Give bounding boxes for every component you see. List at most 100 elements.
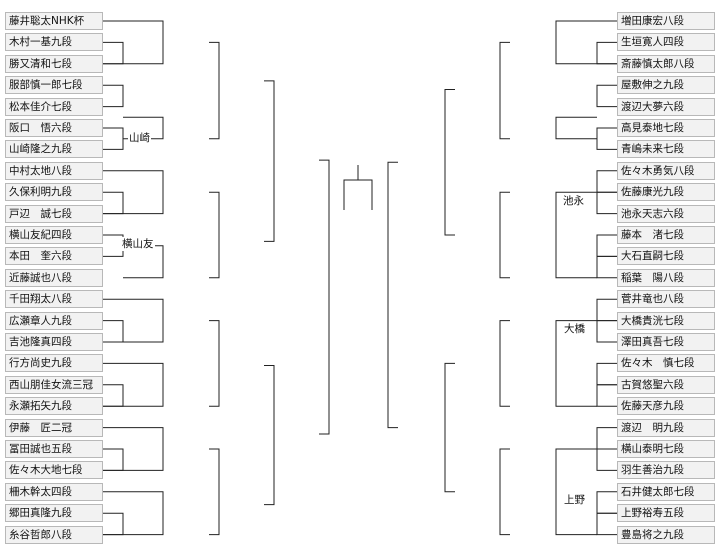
player-box-right-5: 渡辺大夢六段	[617, 97, 715, 116]
bracket-connector	[596, 512, 617, 536]
bracket-connector	[103, 298, 164, 343]
bracket-connector	[555, 320, 597, 407]
player-box-left-23: 柵木幹太四段	[5, 482, 103, 501]
bracket-connector	[555, 20, 617, 65]
player-box-right-4: 屋敷伸之九段	[617, 76, 715, 95]
bracket-connector	[499, 320, 510, 407]
bracket-connector	[103, 20, 164, 65]
bracket-connector	[444, 88, 455, 236]
player-box-left-18: 西山朋佳女流三冠	[5, 375, 103, 394]
bracket-connector	[264, 80, 275, 242]
bracket-connector	[596, 234, 617, 257]
player-box-right-23: 石井健太郎七段	[617, 482, 715, 501]
bracket-connector	[103, 491, 164, 536]
final-connector	[343, 165, 373, 210]
player-box-right-18: 古賀悠聖六段	[617, 375, 715, 394]
player-box-left-5: 松本佳介七段	[5, 97, 103, 116]
winner-label-ikenaga: 池永	[562, 194, 585, 208]
winner-label-yamasaki: 山崎	[128, 131, 151, 145]
player-box-left-7: 山崎隆之九段	[5, 140, 103, 159]
bracket-connector	[387, 161, 398, 429]
bracket-connector	[555, 448, 597, 536]
bracket-connector	[209, 41, 220, 140]
player-box-right-8: 佐々木勇気八段	[617, 161, 715, 180]
bracket-connector	[596, 191, 617, 215]
bracket-connector	[596, 384, 617, 407]
player-box-right-10: 池永天志六段	[617, 204, 715, 223]
bracket-connector	[103, 384, 124, 407]
bracket-connector	[596, 255, 617, 279]
player-box-right-6: 高見泰地七段	[617, 119, 715, 137]
bracket-connector	[499, 41, 510, 140]
winner-label-yokoyamatomo: 横山友	[121, 237, 155, 251]
player-box-left-10: 戸辺 誠七段	[5, 204, 103, 223]
player-box-right-14: 菅井竜也八段	[617, 290, 715, 309]
player-box-right-2: 生垣寛人四段	[617, 33, 715, 52]
player-box-right-12: 大石直嗣七段	[617, 247, 715, 266]
bracket-connector	[596, 41, 617, 65]
player-box-left-4: 服部慎一郎七段	[5, 76, 103, 95]
bracket-connector	[103, 127, 124, 150]
bracket-connector	[103, 448, 124, 471]
player-box-left-20: 伊藤 匠二冠	[5, 418, 103, 437]
bracket-connector	[596, 427, 617, 450]
winner-label-ueno: 上野	[563, 493, 586, 507]
player-box-left-22: 佐々木大地七段	[5, 461, 103, 480]
bracket-connector	[596, 84, 617, 108]
winner-label-ohashi: 大橋	[563, 322, 586, 336]
bracket-connector	[596, 127, 617, 150]
player-box-right-24: 上野裕寿五段	[617, 504, 715, 523]
player-box-right-9: 佐藤康光九段	[617, 183, 715, 202]
player-box-right-1: 増田康宏八段	[617, 12, 715, 30]
bracket-connector	[555, 191, 597, 279]
bracket-connector	[319, 159, 330, 435]
bracket-connector	[596, 448, 617, 471]
player-box-left-9: 久保利明九段	[5, 183, 103, 202]
player-box-left-14: 千田翔太八段	[5, 290, 103, 309]
player-box-right-20: 渡辺 明九段	[617, 418, 715, 437]
bracket-connector	[555, 116, 597, 140]
bracket-connector	[209, 448, 220, 536]
bracket-connector	[103, 512, 124, 536]
bracket-connector	[596, 170, 617, 193]
player-box-left-6: 阪口 悟六段	[5, 119, 103, 137]
bracket-connector	[596, 362, 617, 386]
player-box-left-15: 広瀬章人九段	[5, 311, 103, 330]
bracket-connector	[264, 365, 275, 506]
player-box-left-8: 中村太地八段	[5, 161, 103, 180]
bracket-connector	[444, 362, 455, 493]
player-box-left-2: 木村一基九段	[5, 33, 103, 52]
player-box-right-15: 大橋貴洸七段	[617, 311, 715, 330]
player-box-left-3: 勝又清和七段	[5, 54, 103, 73]
player-box-right-19: 佐藤天彦九段	[617, 397, 715, 416]
bracket-connector	[209, 191, 220, 279]
bracket-connector	[103, 234, 124, 257]
player-box-left-13: 近藤誠也八段	[5, 268, 103, 287]
player-box-left-11: 横山友紀四段	[5, 226, 103, 244]
player-box-right-16: 澤田真吾七段	[617, 333, 715, 351]
bracket-connector	[499, 191, 510, 279]
bracket-connector	[596, 320, 617, 343]
bracket-connector	[103, 170, 164, 215]
bracket-connector	[103, 427, 164, 471]
player-box-right-17: 佐々木 慎七段	[617, 354, 715, 373]
player-box-right-22: 羽生善治九段	[617, 461, 715, 480]
player-box-right-7: 青嶋未来七段	[617, 140, 715, 159]
player-box-right-21: 横山泰明七段	[617, 440, 715, 458]
bracket-connector	[103, 41, 124, 65]
bracket-connector	[596, 491, 617, 514]
player-box-left-1: 藤井聡太NHK杯	[5, 12, 103, 30]
player-box-right-3: 斎藤慎太郎八段	[617, 54, 715, 73]
bracket-connector	[103, 320, 124, 343]
player-box-left-12: 本田 奎六段	[5, 247, 103, 266]
player-box-left-19: 永瀬拓矢九段	[5, 397, 103, 416]
player-box-left-25: 糸谷哲郎八段	[5, 525, 103, 544]
player-box-right-11: 藤本 渚七段	[617, 226, 715, 244]
bracket-connector	[499, 448, 510, 536]
bracket-connector	[103, 362, 164, 407]
bracket-connector	[103, 84, 124, 108]
bracket-connector	[209, 320, 220, 407]
bracket-connector	[596, 298, 617, 322]
player-box-left-21: 冨田誠也五段	[5, 440, 103, 458]
